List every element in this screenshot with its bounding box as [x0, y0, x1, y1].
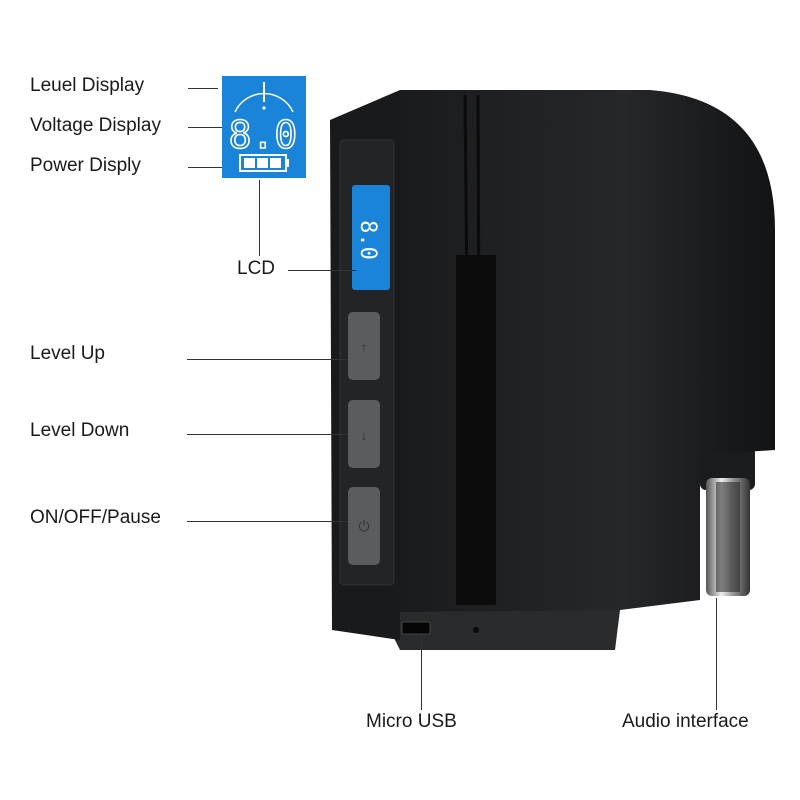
svg-text:↑: ↑ [361, 339, 368, 355]
label-level-display: Leuel Display [30, 75, 145, 96]
lcd-callout: 8.0 [222, 76, 306, 178]
label-audio-interface: Audio interface [622, 711, 749, 732]
device-lcd [352, 185, 390, 290]
level-down-button [348, 400, 380, 468]
label-power-button: ON/OFF/Pause [30, 507, 161, 528]
audio-jack [700, 440, 755, 596]
voltage-readout: 8.0 [229, 113, 298, 157]
device-base [380, 610, 620, 650]
svg-text:⏻: ⏻ [358, 518, 369, 534]
power-button [348, 487, 380, 565]
label-lcd: LCD [237, 258, 276, 279]
svg-text:↓: ↓ [361, 427, 368, 443]
label-level-down: Level Down [30, 420, 130, 441]
micro-usb-port [401, 621, 431, 635]
label-voltage-display: Voltage Display [30, 115, 161, 136]
label-micro-usb: Micro USB [366, 711, 457, 732]
label-level-up: Level Up [30, 343, 105, 364]
svg-text:8.0: 8.0 [355, 220, 380, 260]
level-up-button [348, 312, 380, 380]
label-power-display: Power Disply [30, 155, 141, 176]
